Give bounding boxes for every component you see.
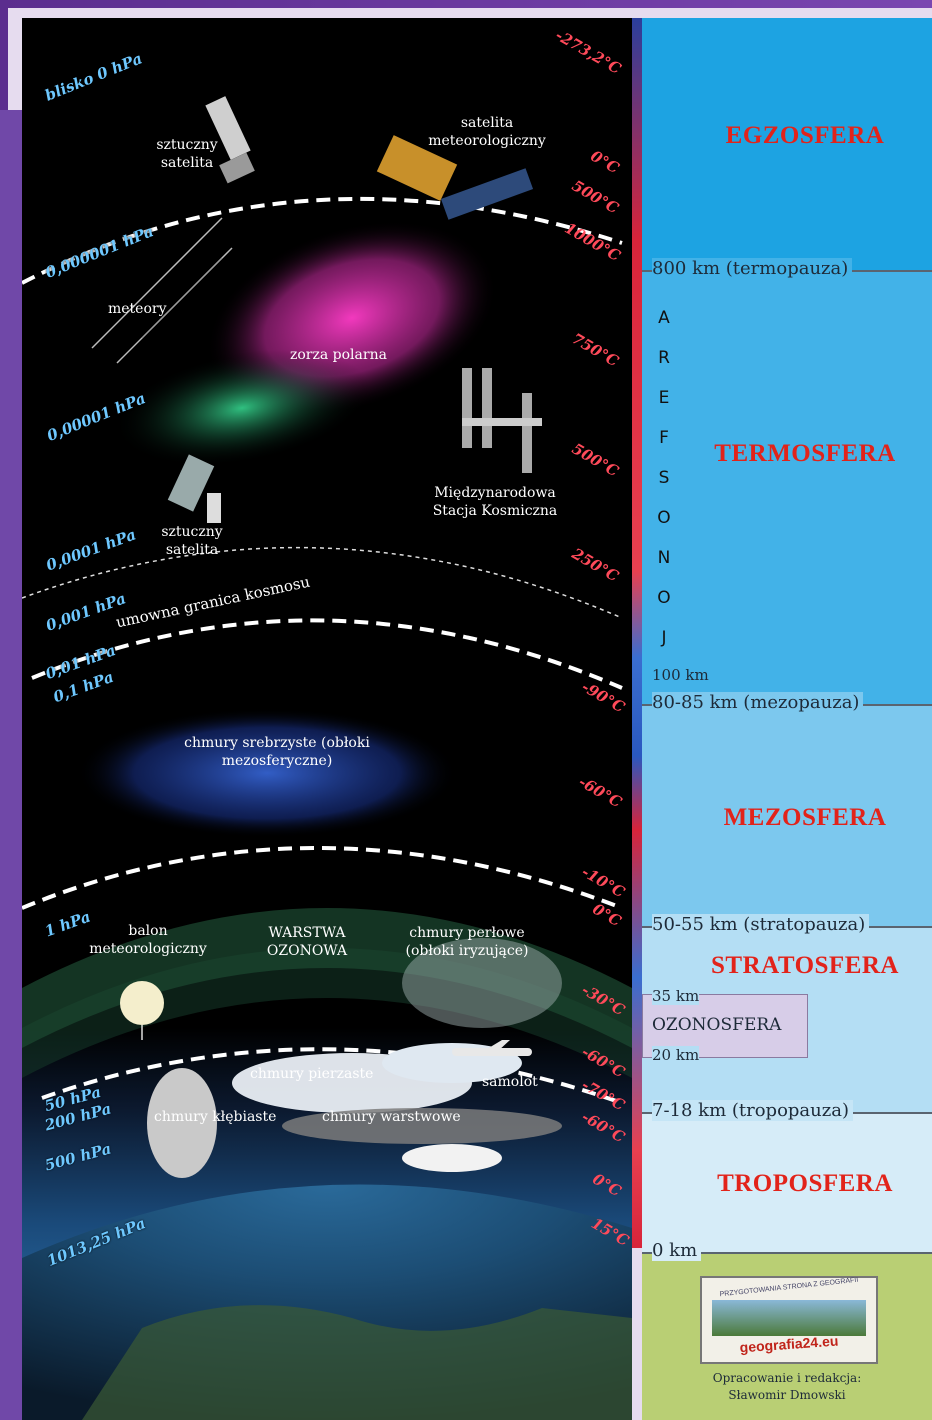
label-noctilucent-clouds: chmury srebrzyste (obłoki mezosferyczne) — [184, 735, 370, 769]
label-meteors: meteory — [108, 301, 167, 317]
space-station-icon — [462, 368, 542, 473]
ionosphere-letter: O — [657, 588, 671, 608]
layer-troposfera: TROPOSFERA — [717, 1170, 893, 1197]
layer-termosfera: TERMOSFERA — [714, 440, 896, 467]
nacreous-cloud-shape — [402, 938, 562, 1028]
layer-egzosfera: EGZOSFERA — [725, 122, 885, 149]
boundary-mezopauza: 80-85 km (mezopauza) — [652, 692, 864, 713]
label-ozonosfera: OZONOSFERA — [652, 1015, 782, 1035]
atmosphere-illustration: blisko 0 hPa 0,000001 hPa 0,00001 hPa 0,… — [22, 18, 632, 1420]
ionosphere-letter: S — [658, 468, 670, 488]
ionosphere-letter: J — [661, 628, 667, 648]
ionosphere-letter: F — [659, 428, 669, 448]
tropo-clouds — [147, 1043, 562, 1178]
karman-line — [22, 546, 623, 619]
logo-tagline: PRZYGOTOWANIA STRONA Z GEOGRAFII — [719, 1276, 859, 1299]
noctilucent-cloud-shape — [77, 708, 457, 838]
band-mezosfera — [642, 704, 932, 926]
weather-satellite-icon — [376, 135, 534, 220]
boundary-20km: 20 km — [652, 1046, 700, 1064]
label-nacreous-clouds: chmury perłowe (obłoki iryzujące) — [405, 925, 529, 959]
weather-balloon-icon — [120, 981, 164, 1040]
boundary-stratopauza: 50-55 km (stratopauza) — [652, 914, 870, 935]
band-troposfera — [642, 1112, 932, 1252]
boundary-termopauza: 800 km (termopauza) — [652, 258, 853, 279]
label-weather-balloon: balon meteorologiczny — [89, 923, 207, 957]
boundary-tropopauza: 7-18 km (tropopauza) — [652, 1100, 853, 1121]
band-egzosfera — [642, 18, 932, 270]
airplane-icon — [452, 1040, 532, 1056]
credit-text: Opracowanie i redakcja: Sławomir Dmowski — [712, 1371, 862, 1402]
atmosphere-svg — [22, 18, 632, 1420]
label-cirrus-clouds: chmury pierzaste — [250, 1066, 374, 1082]
band-termosfera — [642, 270, 932, 704]
label-iss: Międzynarodowa Stacja Kosmiczna — [432, 485, 558, 519]
ionosphere-letter: R — [658, 348, 670, 368]
aurora-green-shape — [113, 349, 371, 467]
label-airplane: samolot — [482, 1074, 538, 1090]
satellite-small-icon — [167, 454, 221, 523]
mesopause-line — [31, 618, 623, 690]
ionosphere-letter: E — [658, 388, 670, 408]
left-accent-bar — [0, 110, 26, 1420]
label-cumulus-clouds: chmury kłębiaste — [154, 1109, 277, 1125]
boundary-100km: 100 km — [652, 666, 709, 684]
layer-stratosfera: STRATOSFERA — [711, 952, 899, 979]
boundary-35km: 35 km — [652, 987, 700, 1005]
label-stratus-clouds: chmury warstwowe — [322, 1109, 461, 1125]
site-logo: PRZYGOTOWANIA STRONA Z GEOGRAFII geograf… — [700, 1276, 878, 1364]
label-ozone-layer: WARSTWA OZONOWA — [266, 925, 348, 959]
tropopause-line — [41, 1047, 623, 1105]
layers-panel: EGZOSFERA TERMOSFERA MEZOSFERA STRATOSFE… — [642, 18, 932, 1420]
tick-0km — [642, 1252, 932, 1254]
ionosphere-letter: A — [658, 308, 670, 328]
layer-mezosfera: MEZOSFERA — [723, 804, 887, 831]
label-weather-satellite: satelita meteorologiczny — [428, 115, 546, 149]
label-artificial-satellite: sztuczny satelita — [156, 137, 218, 171]
label-artificial-satellite-2: sztuczny satelita — [161, 524, 223, 558]
label-aurora: zorza polarna — [290, 347, 387, 363]
boundary-0km: 0 km — [652, 1240, 702, 1261]
satellite-icon — [205, 96, 255, 184]
ionosphere-letter: N — [657, 548, 671, 568]
temperature-gradient-bar — [632, 18, 642, 1248]
ionosphere-letter: O — [657, 508, 671, 528]
